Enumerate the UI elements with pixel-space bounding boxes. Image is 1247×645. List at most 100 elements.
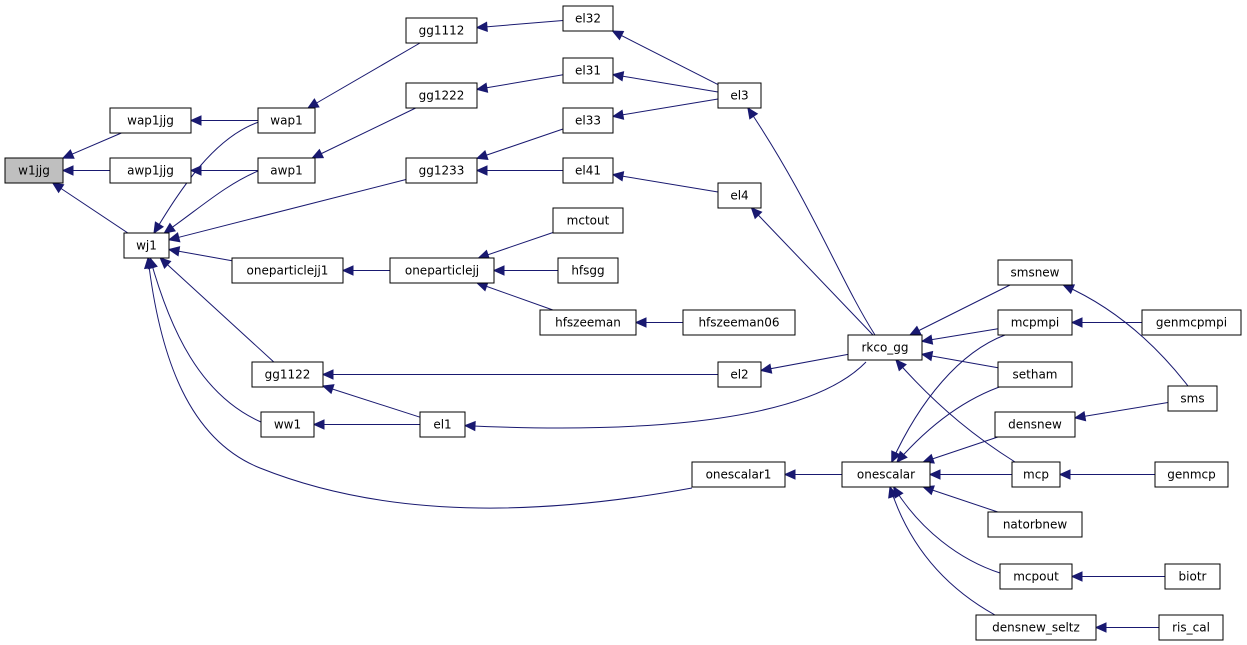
node-oneparticlejj1[interactable]: oneparticlejj1 — [231, 257, 344, 284]
node-wj1[interactable]: wj1 — [123, 232, 170, 259]
node-el4[interactable]: el4 — [717, 182, 762, 209]
node-hfsgg[interactable]: hfsgg — [557, 257, 619, 284]
node-box — [1158, 614, 1224, 641]
node-label: smsnew — [1011, 266, 1060, 280]
edge-awp1jjg-to-w1jjg — [61, 165, 110, 176]
node-el3[interactable]: el3 — [717, 82, 762, 109]
edge-line — [921, 353, 999, 369]
edge-hfsgg-to-oneparticlejj — [492, 265, 558, 276]
edge-gg1222-to-awp1 — [311, 107, 416, 159]
node-label: wap1 — [270, 114, 302, 128]
node-el1[interactable]: el1 — [419, 411, 466, 438]
node-mcpmpi[interactable]: mcpmpi — [997, 309, 1073, 336]
node-smsnew[interactable]: smsnew — [997, 259, 1073, 286]
node-w1jjg[interactable]: w1jjg — [4, 157, 64, 184]
node-box — [260, 411, 315, 438]
node-mcpout[interactable]: mcpout — [999, 563, 1073, 590]
node-box — [1167, 385, 1218, 412]
node-box — [999, 563, 1073, 590]
arrowhead-icon — [1062, 284, 1076, 295]
node-awp1[interactable]: awp1 — [257, 157, 316, 184]
node-label: mcpout — [1013, 570, 1059, 584]
node-onescalar[interactable]: onescalar — [841, 461, 931, 488]
node-box — [987, 511, 1083, 538]
node-gg1122[interactable]: gg1122 — [251, 361, 324, 388]
node-label: ris_cal — [1172, 621, 1210, 635]
node-gg1112[interactable]: gg1112 — [405, 17, 478, 44]
node-el31[interactable]: el31 — [562, 57, 614, 84]
node-el2[interactable]: el2 — [717, 361, 762, 388]
edge-el31-to-gg1222 — [475, 74, 564, 93]
arrowhead-icon — [611, 30, 625, 41]
node-label: onescalar1 — [706, 468, 772, 482]
node-oneparticlejj[interactable]: oneparticlejj — [389, 257, 495, 284]
arrowhead-icon — [463, 420, 476, 432]
node-mctout[interactable]: mctout — [552, 207, 624, 234]
edge-line — [751, 207, 874, 336]
node-ris_cal[interactable]: ris_cal — [1158, 614, 1224, 641]
arrowhead-icon — [143, 256, 155, 270]
arrowhead-icon — [167, 232, 181, 243]
node-box — [997, 309, 1073, 336]
node-wap1[interactable]: wap1 — [257, 107, 316, 134]
edge-mcpmpi-to-rkco_gg — [920, 328, 999, 345]
node-densnew_seltz[interactable]: densnew_seltz — [975, 614, 1097, 641]
arrowhead-icon — [61, 149, 75, 159]
edge-layer — [51, 20, 1189, 633]
node-genmcp[interactable]: genmcp — [1154, 461, 1229, 488]
arrowhead-icon — [611, 171, 625, 182]
node-mcp[interactable]: mcp — [1011, 461, 1061, 488]
node-label: awp1 — [270, 164, 302, 178]
node-box — [1164, 563, 1221, 590]
node-rkco_gg[interactable]: rkco_gg — [847, 334, 923, 361]
node-box — [997, 361, 1073, 388]
edge-sms-to-densnew — [1073, 402, 1169, 422]
edge-oneparticlejj1-to-wj1 — [167, 246, 233, 262]
node-label: ww1 — [274, 418, 301, 432]
arrowhead-icon — [1073, 410, 1087, 422]
node-el41[interactable]: el41 — [562, 157, 614, 184]
node-setham[interactable]: setham — [997, 361, 1073, 388]
node-biotr[interactable]: biotr — [1164, 563, 1221, 590]
node-genmcpmpi[interactable]: genmcpmpi — [1141, 309, 1242, 336]
node-layer: w1jjg wap1jjg awp1jjg wj1 wap1 awp1 gg1112 gg12… — [4, 5, 1242, 641]
node-label: hfszeeman06 — [698, 316, 779, 330]
edge-line — [612, 98, 719, 117]
node-natorbnew[interactable]: natorbnew — [987, 511, 1083, 538]
node-box — [405, 157, 478, 184]
node-box — [1154, 461, 1229, 488]
node-box — [405, 82, 478, 109]
node-sms[interactable]: sms — [1167, 385, 1218, 412]
edge-line — [62, 132, 122, 159]
node-box — [691, 461, 786, 488]
node-el32[interactable]: el32 — [562, 5, 614, 32]
arrowhead-icon — [896, 450, 908, 463]
node-gg1233[interactable]: gg1233 — [405, 157, 478, 184]
edge-line — [322, 385, 421, 418]
node-ww1[interactable]: ww1 — [260, 411, 315, 438]
edge-line — [612, 30, 719, 86]
edge-line — [889, 486, 996, 616]
node-densnew[interactable]: densnew — [994, 411, 1076, 438]
edge-hfszeeman-to-oneparticlejj — [475, 281, 554, 311]
node-gg1222[interactable]: gg1222 — [405, 82, 478, 109]
node-hfszeeman06[interactable]: hfszeeman06 — [682, 309, 796, 336]
node-label: el31 — [575, 64, 601, 78]
node-box — [109, 157, 192, 184]
edge-biotr-to-mcpout — [1070, 571, 1165, 582]
arrowhead-icon — [61, 165, 74, 176]
node-onescalar1[interactable]: onescalar1 — [691, 461, 786, 488]
edge-line — [1074, 402, 1169, 419]
node-wap1jjg[interactable]: wap1jjg — [109, 107, 192, 134]
node-awp1jjg[interactable]: awp1jjg — [109, 157, 192, 184]
node-label: rkco_gg — [861, 341, 908, 355]
edge-line — [464, 361, 867, 429]
arrowhead-icon — [153, 221, 165, 235]
node-hfszeeman[interactable]: hfszeeman — [539, 309, 637, 336]
arrowhead-icon — [475, 165, 488, 176]
edge-line — [476, 282, 554, 311]
node-label: el4 — [730, 189, 748, 203]
edge-genmcpmpi-to-mcpmpi — [1070, 317, 1142, 328]
node-el33[interactable]: el33 — [562, 107, 614, 134]
arrowhead-icon — [189, 115, 202, 126]
